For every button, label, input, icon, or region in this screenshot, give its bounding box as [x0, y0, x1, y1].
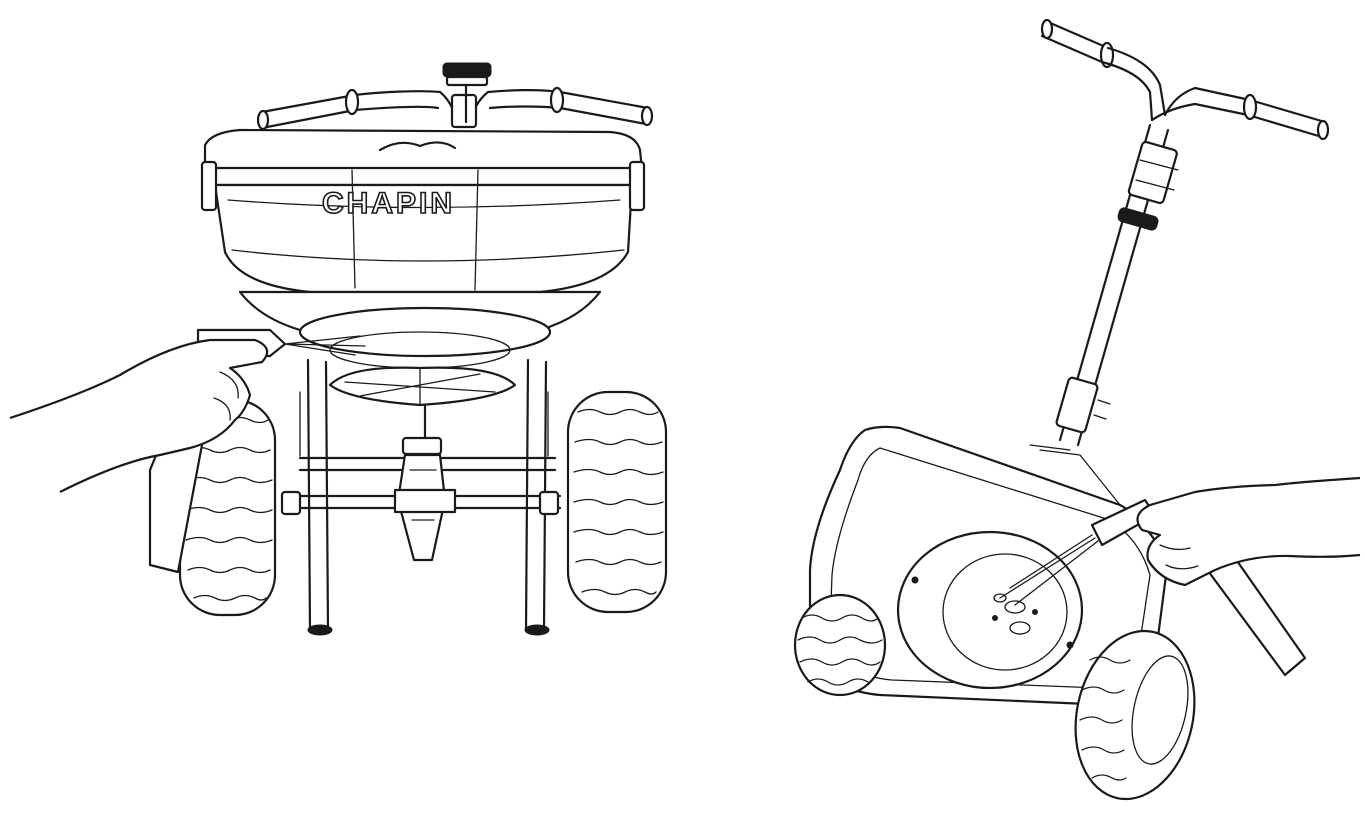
tilted-left-wheel: [793, 593, 887, 697]
front-hopper: CHAPIN: [200, 128, 646, 332]
adjustment-knob: [442, 62, 492, 124]
front-frame: [280, 358, 562, 636]
tilted-handle: [1040, 18, 1330, 141]
gearbox: [393, 436, 457, 562]
front-view-spreader: CHAPIN: [9, 62, 668, 636]
hand-spray-bottle-right: [999, 476, 1361, 677]
front-right-wheel: [566, 390, 668, 614]
tilted-shaft: [1055, 123, 1179, 447]
tilted-hopper-view-spreader: [793, 18, 1361, 801]
brand-logo: CHAPIN: [322, 187, 455, 220]
front-handle: [256, 86, 654, 131]
tilted-right-wheel: [1074, 629, 1196, 801]
hand-spray-bottle-left: [9, 328, 366, 574]
spread-impeller: [298, 306, 552, 442]
